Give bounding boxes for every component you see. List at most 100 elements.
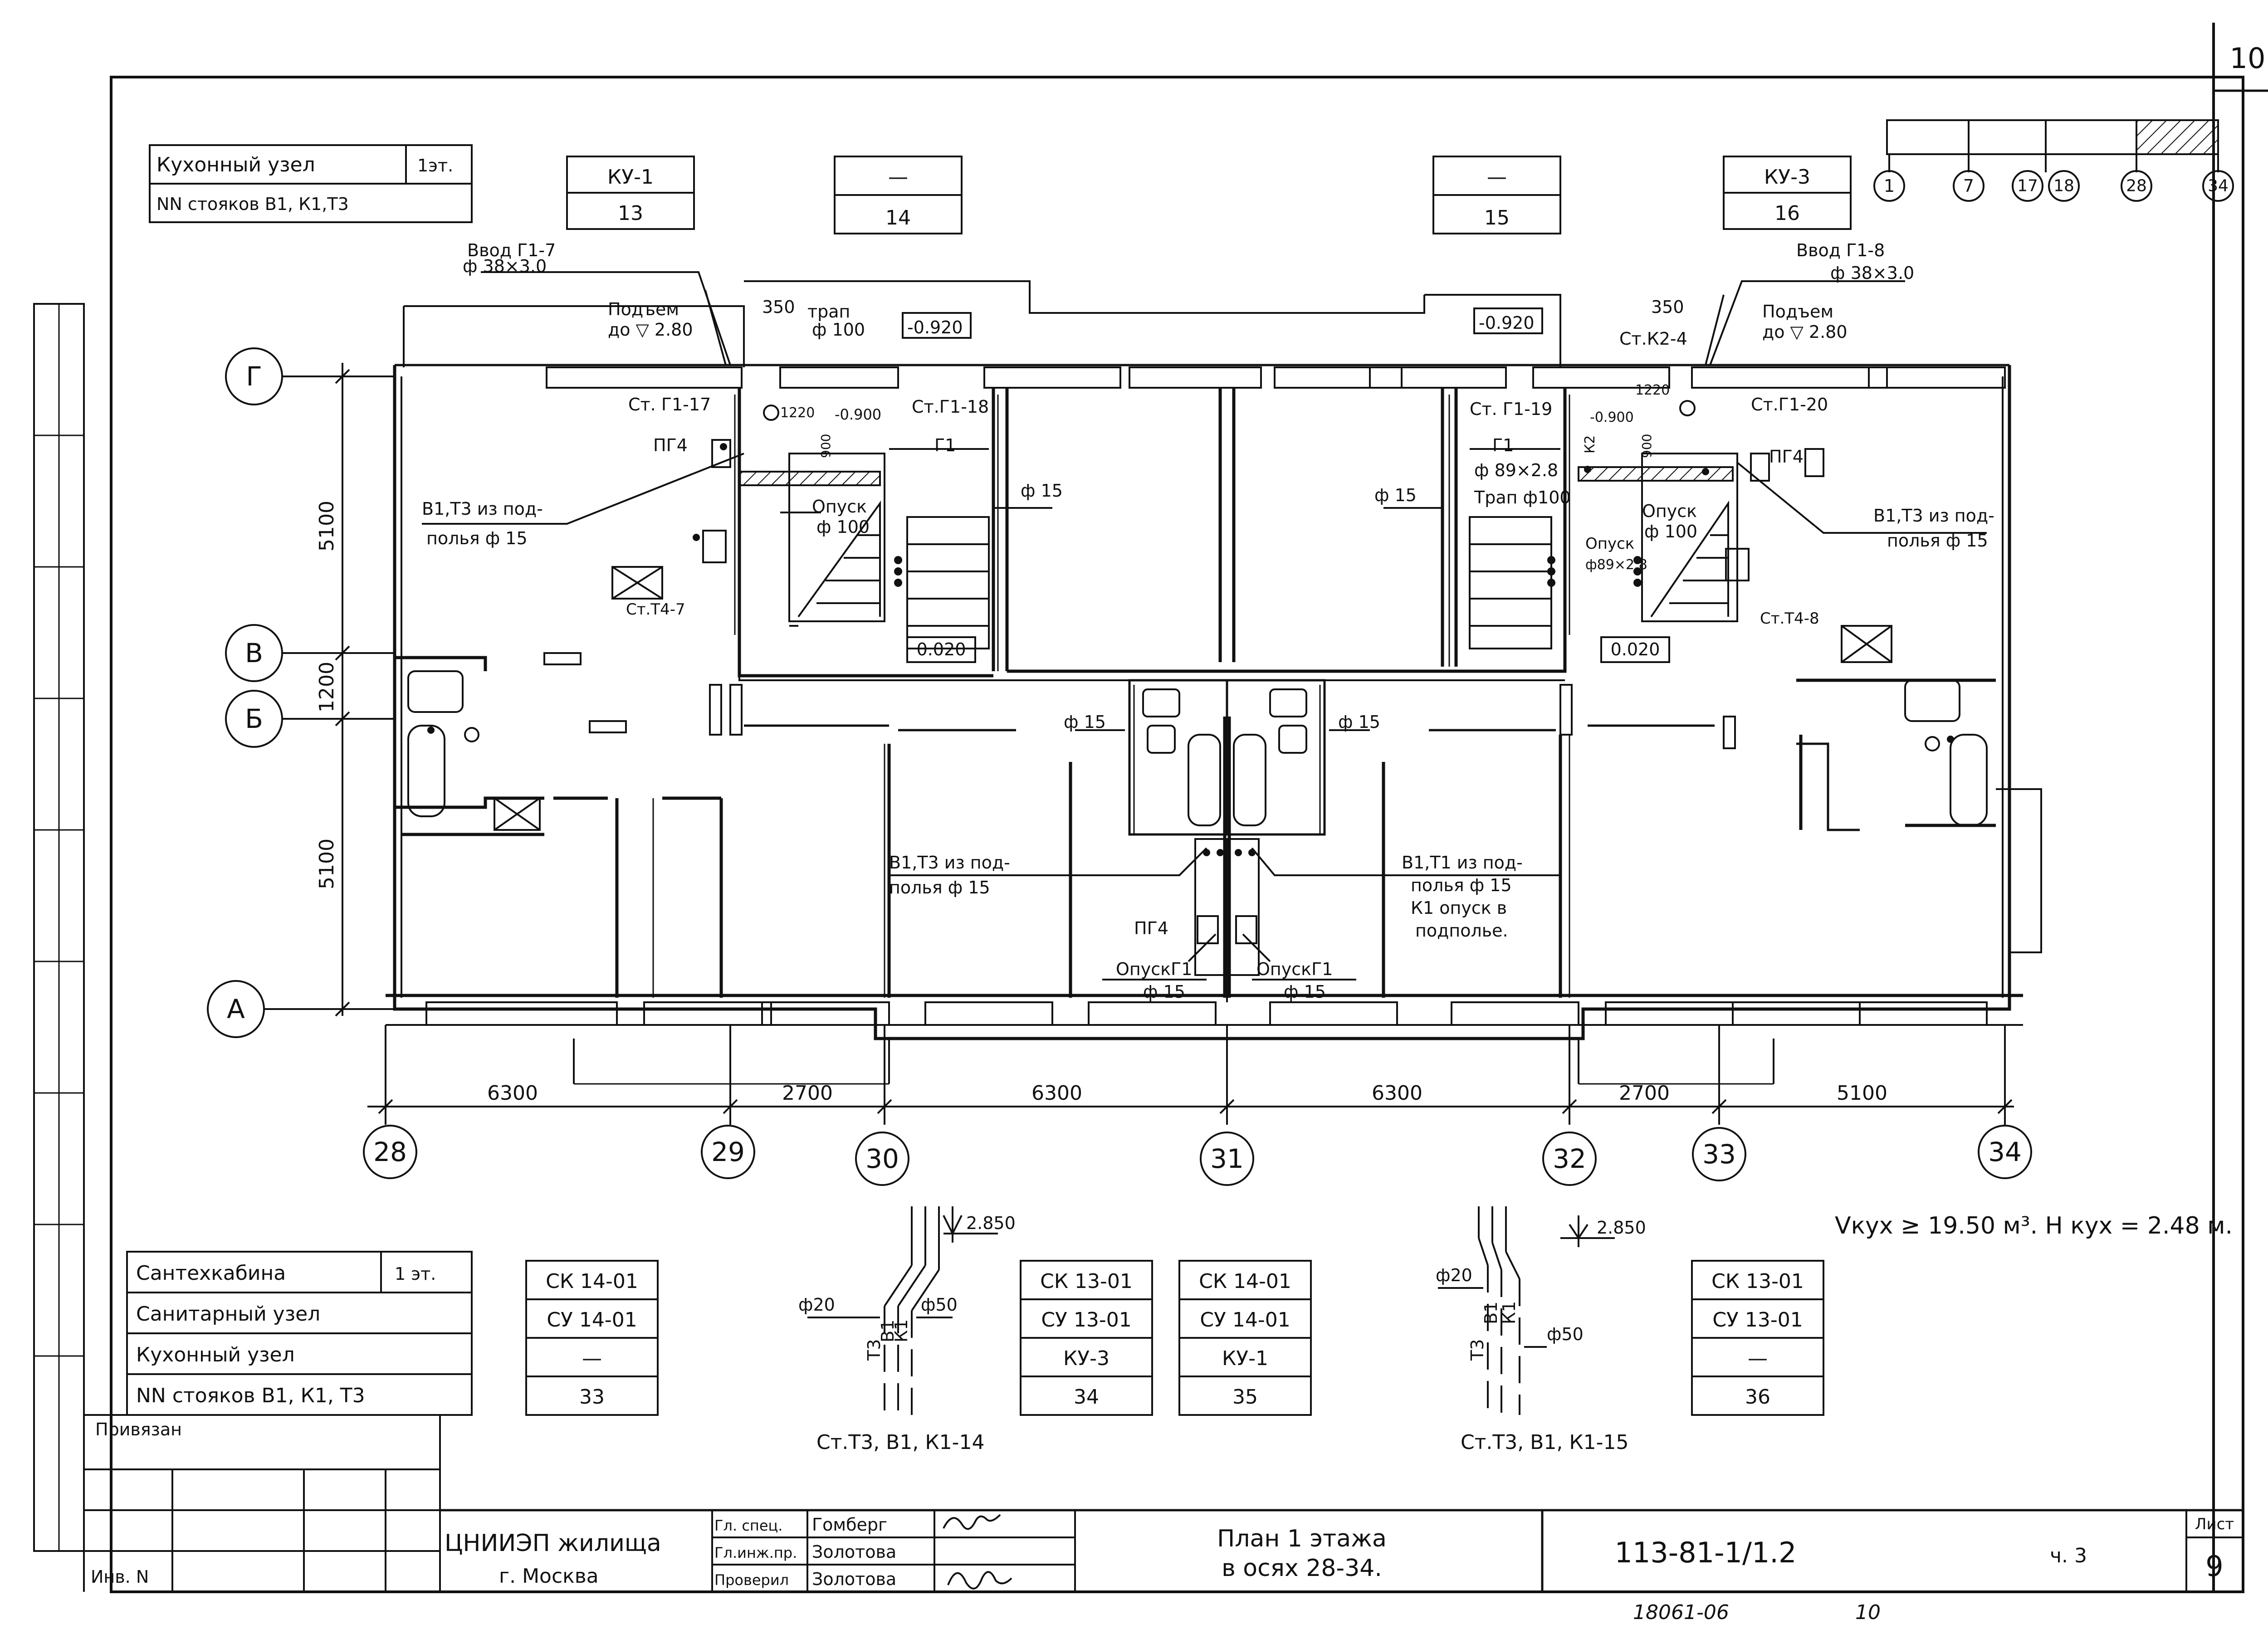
axis-v: В	[245, 638, 263, 668]
phi89: ф 89×2.8	[1474, 460, 1558, 480]
bc3-num: 35	[1232, 1385, 1258, 1409]
code-13: 13	[618, 202, 643, 225]
volume-note: Vкух ≥ 19.50 м³. Н кух = 2.48 м.	[1835, 1212, 2233, 1239]
top-table-floor: 1эт.	[417, 156, 453, 176]
axis-31: 31	[1210, 1143, 1244, 1174]
key-axis-1: 1	[1884, 176, 1895, 196]
trap-left-d: ф 100	[812, 320, 865, 340]
bc3-r1: СК 14-01	[1199, 1270, 1291, 1293]
bc2-r3: КУ-3	[1063, 1347, 1110, 1370]
pg4-mid: ПГ4	[1134, 918, 1168, 938]
name-3: Золотова	[812, 1569, 896, 1589]
title-block-grid	[83, 1414, 2243, 1592]
riser-right-schematic	[1438, 1206, 1615, 1415]
v1t3-left-2: полья ф 15	[426, 528, 528, 548]
org-city: г. Москва	[499, 1565, 599, 1588]
axis-28: 28	[373, 1136, 407, 1167]
g1-left: Г1	[934, 435, 956, 455]
axis-32: 32	[1553, 1143, 1586, 1174]
v1t1-mid-2: полья ф 15	[1411, 875, 1512, 895]
d1220-right: 1220	[1635, 382, 1670, 398]
phi15-c: ф 15	[1064, 712, 1106, 732]
phi15-d: ф 15	[1338, 712, 1380, 732]
v1t3-right: В1,Т3 из под-	[1873, 506, 1994, 526]
bc2-r2: СУ 13-01	[1041, 1308, 1131, 1332]
riser-left-caption: Ст.Т3, В1, К1-14	[816, 1431, 984, 1454]
k1-opusk-2: подполье.	[1415, 921, 1508, 941]
top-table-title: Кухонный узел	[156, 153, 315, 176]
st-k2-4: Ст.К2-4	[1619, 329, 1687, 349]
code-16: 16	[1774, 202, 1800, 225]
v1t1-mid: В1,Т1 из под-	[1402, 853, 1523, 873]
vertical-axis-lines	[207, 347, 395, 1038]
level-0020-left: 0.020	[917, 639, 966, 659]
axis-b: Б	[245, 703, 263, 734]
vvod-right-size: ф 38×3.0	[1830, 263, 1914, 283]
inv-n: Инв. N	[91, 1567, 149, 1587]
opusk-right: Опуск	[1642, 501, 1697, 521]
k2-label: К2	[1582, 435, 1598, 454]
v1t3-left: В1,Т3 из под-	[422, 499, 543, 519]
level-m0920-left: -0.920	[907, 317, 963, 337]
bc1-r3: —	[582, 1347, 602, 1370]
st-g1-18: Ст.Г1-18	[912, 397, 989, 417]
opusk-right-d: ф 100	[1644, 522, 1697, 541]
axis-30: 30	[865, 1143, 899, 1174]
role-3: Проверил	[714, 1571, 789, 1589]
phi15-b: ф 15	[1374, 485, 1417, 505]
dim-v-1200: 1200	[315, 662, 338, 712]
trap-right: Трап ф100	[1474, 488, 1571, 507]
v1t3-right-2: полья ф 15	[1887, 531, 1988, 551]
dim-5100: 5100	[1837, 1082, 1887, 1105]
st-g1-19: Ст. Г1-19	[1470, 399, 1552, 419]
axis-29: 29	[711, 1136, 745, 1167]
opusk-left: Опуск	[812, 497, 867, 517]
dim-6300-c: 6300	[1372, 1082, 1422, 1105]
key-plan	[1873, 119, 2234, 202]
pipe-dots	[427, 443, 1954, 856]
bc1-r1: СК 14-01	[546, 1270, 638, 1293]
st-g1-17: Ст. Г1-17	[628, 395, 711, 415]
pg4-right: ПГ4	[1769, 447, 1804, 467]
trap-left: трап	[807, 302, 850, 322]
role-2: Гл.инж.пр.	[714, 1544, 797, 1561]
doc-code: 113-81-1/1.2	[1615, 1536, 1797, 1569]
riser-right-d50: ф50	[1547, 1324, 1584, 1344]
plan-annotations: Ввод Г1-7 ф 38×3.0 Подъем до ▽ 2.80 350 …	[422, 240, 1994, 1002]
key-axis-34: 34	[2208, 177, 2229, 195]
dim-2700-a: 2700	[782, 1082, 833, 1105]
k1-opusk: К1 опуск в	[1411, 898, 1507, 918]
st-g1-20: Ст.Г1-20	[1751, 395, 1828, 415]
riser-left-schematic	[807, 1206, 998, 1415]
list-label: Лист	[2195, 1515, 2234, 1533]
top-left-table	[149, 144, 473, 223]
riser-left-k1: К1	[891, 1319, 911, 1342]
riser-right-caption: Ст.Т3, В1, К1-15	[1461, 1431, 1628, 1454]
axis-a: А	[227, 994, 245, 1024]
riser-right-v1: В1	[1481, 1302, 1501, 1324]
code-14: 14	[885, 206, 911, 229]
v1t3-mid-2: полья ф 15	[889, 878, 990, 897]
bc3-r3: КУ-1	[1222, 1347, 1268, 1370]
vvod-right: Ввод Г1-8	[1796, 240, 1885, 260]
role-1: Гл. спец.	[714, 1517, 782, 1534]
bt-kuhuzel: Кухонный узел	[136, 1343, 295, 1366]
code-15: 15	[1484, 206, 1510, 229]
v1t3-mid: В1,Т3 из под-	[889, 853, 1010, 873]
dim-v-5100-top: 5100	[315, 501, 338, 551]
pg4-left: ПГ4	[653, 435, 688, 455]
axis-33: 33	[1702, 1139, 1736, 1170]
riser-right-level: 2.850	[1597, 1218, 1646, 1238]
key-axis-7: 7	[1963, 176, 1974, 196]
bc2-num: 34	[1074, 1385, 1099, 1409]
key-axis-18: 18	[2053, 177, 2074, 195]
org-name: ЦНИИЭП жилища	[445, 1530, 661, 1557]
horizontal-axis-lines	[363, 1025, 2032, 1186]
podjem-right-level: до ▽ 2.80	[1762, 322, 1848, 342]
footer-code: 18061-06	[1633, 1601, 1729, 1624]
podjem-right: Подъем	[1762, 302, 1833, 322]
sheet-frame	[33, 23, 2268, 1593]
footer-num: 10	[1855, 1601, 1881, 1624]
key-axis-28: 28	[2126, 177, 2147, 195]
